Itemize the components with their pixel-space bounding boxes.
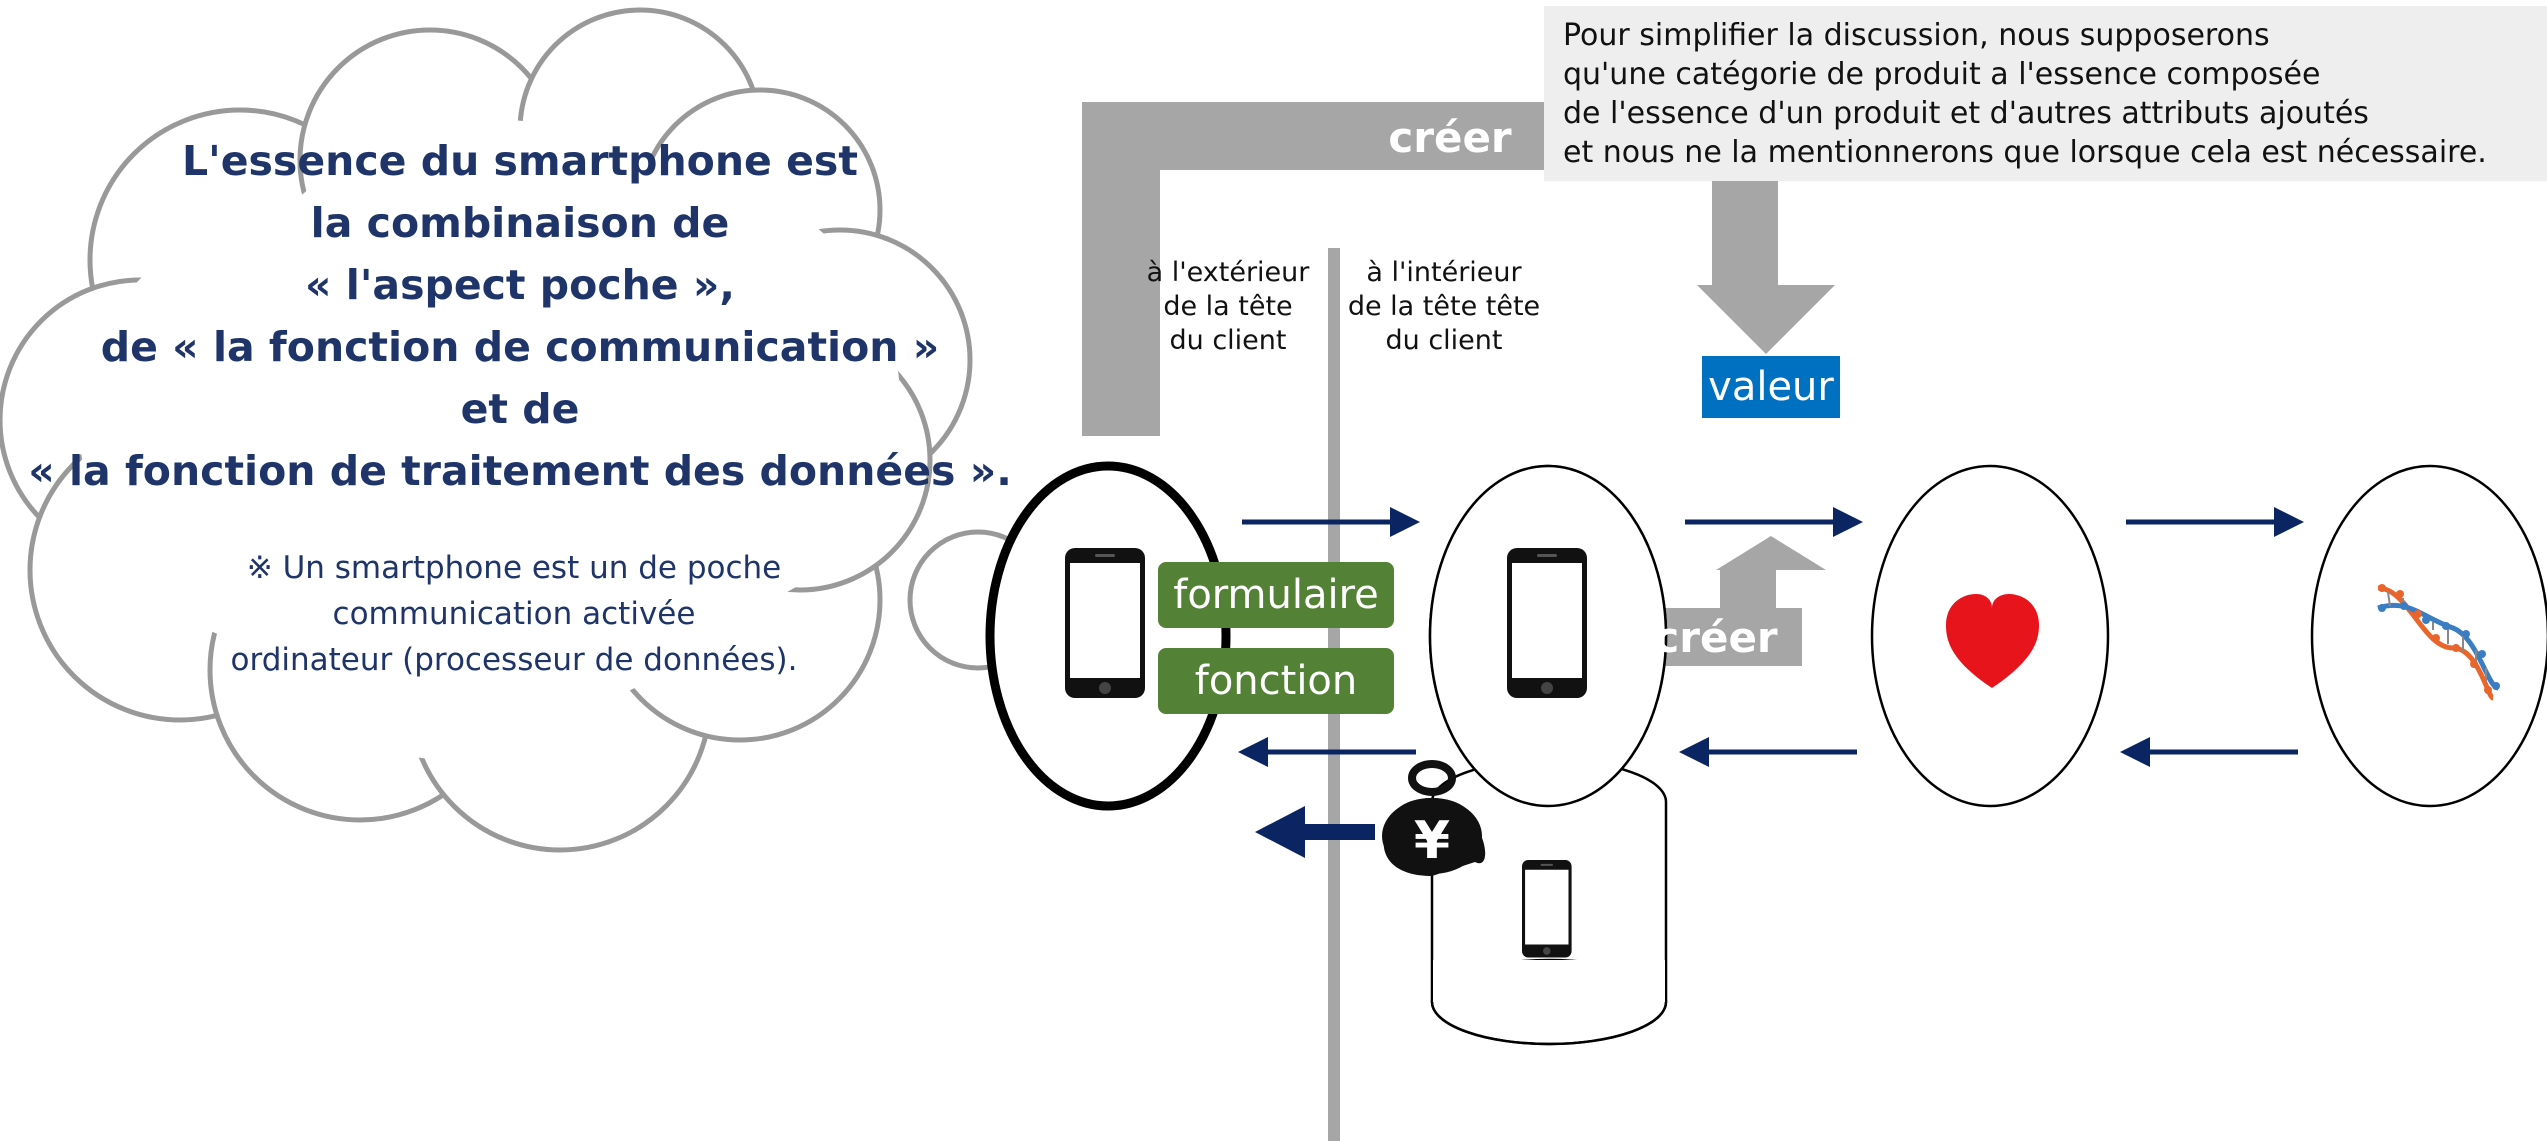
outside-label-line: du client — [1169, 325, 1287, 356]
inside-label-line: à l'intérieur — [1366, 257, 1522, 288]
cloud-title-line: « l'aspect poche », — [305, 261, 735, 309]
cloud-note-line: ordinateur (processeur de données). — [230, 642, 798, 678]
create-label-mid: créer — [1654, 613, 1778, 662]
assumption-note-box — [1544, 6, 2547, 181]
smartphone-icon — [1522, 860, 1572, 958]
outside-head-label: à l'extérieur de la tête du client — [1108, 256, 1348, 358]
heart-icon — [1946, 594, 2039, 688]
dna-icon — [2377, 584, 2500, 701]
note-line: qu'une catégorie de produit a l'essence … — [1563, 57, 2321, 92]
cloud-title-line: la combinaison de — [310, 199, 730, 247]
smartphone-icon — [1065, 548, 1145, 698]
thought-cloud — [0, 7, 973, 853]
note-line: et nous ne la mentionnerons que lorsque … — [1563, 135, 2487, 170]
outside-label-line: de la tête — [1163, 291, 1293, 322]
cloud-title-line: et de — [460, 385, 580, 433]
cloud-note: ※ Un smartphone est un de poche communic… — [194, 545, 834, 683]
inside-label-line: du client — [1385, 325, 1503, 356]
inside-head-label: à l'intérieur de la tête tête du client — [1324, 256, 1564, 358]
create-label-top: créer — [1388, 113, 1512, 162]
cloud-title: L'essence du smartphone est la combinais… — [22, 130, 1018, 502]
down-arrow-value — [1697, 181, 1835, 354]
value-tag: valeur — [1702, 356, 1840, 418]
cloud-title-line: L'essence du smartphone est — [182, 137, 858, 185]
note-line: Pour simplifier la discussion, nous supp… — [1563, 18, 2270, 53]
svg-text:¥: ¥ — [1414, 811, 1450, 871]
cloud-title-line: de « la fonction de communication » — [100, 323, 940, 371]
form-tag: formulaire — [1158, 562, 1394, 628]
create-path-top — [1082, 102, 1552, 436]
note-line: de l'essence d'un produit et d'autres at… — [1563, 96, 2369, 131]
smartphone-icon — [1507, 548, 1587, 698]
function-tag: fonction — [1158, 648, 1394, 714]
cloud-title-line: « la fonction de traitement des données … — [28, 447, 1012, 495]
assumption-note: Pour simplifier la discussion, nous supp… — [1563, 16, 2543, 172]
outside-label-line: à l'extérieur — [1146, 257, 1310, 288]
inside-label-line: de la tête tête — [1347, 291, 1541, 322]
cloud-note-line: communication activée — [332, 596, 696, 632]
payment-arrow — [1255, 806, 1375, 858]
cloud-note-line: ※ Un smartphone est un de poche — [246, 550, 782, 586]
yen-money-bag-icon: ¥ — [1382, 760, 1486, 876]
